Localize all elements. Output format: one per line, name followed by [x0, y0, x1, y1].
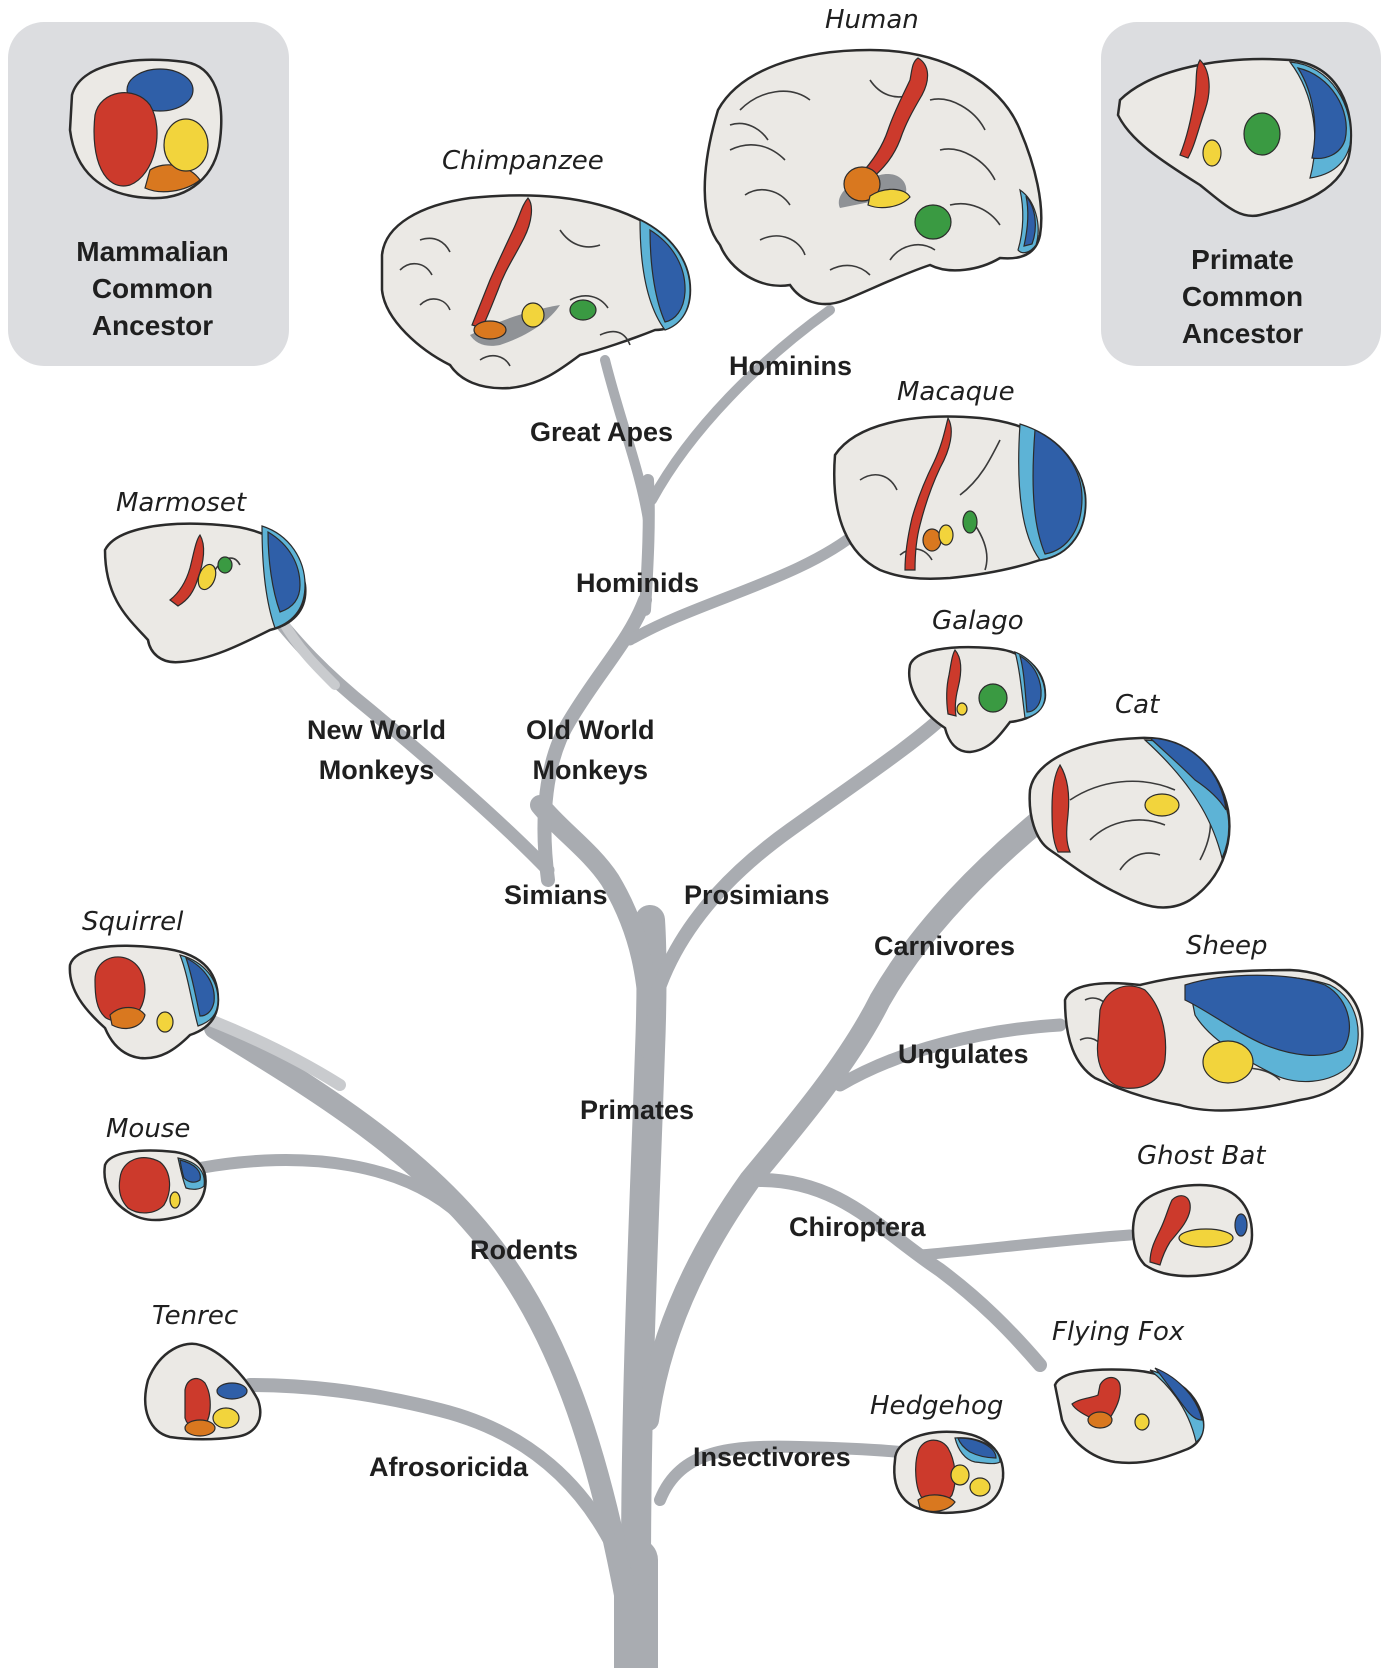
clade-label-new-world-monkeys: New World Monkeys	[307, 710, 446, 790]
species-label-sheep: Sheep	[1186, 931, 1268, 961]
species-label-chimpanzee: Chimpanzee	[442, 146, 604, 176]
clade-label-primates: Primates	[580, 1095, 695, 1125]
macaque-brain	[833, 415, 1087, 580]
squirrel-brain	[68, 944, 220, 1060]
species-label-hedgehog: Hedgehog	[870, 1391, 1004, 1421]
species-label-mouse: Mouse	[106, 1114, 191, 1144]
species-label-human: Human	[825, 5, 919, 35]
clade-label-rodents: Rodents	[470, 1235, 578, 1265]
label-line: New World	[307, 715, 447, 745]
cat-brain	[1028, 736, 1231, 909]
clade-label-ungulates: Ungulates	[898, 1039, 1029, 1069]
species-label-tenrec: Tenrec	[152, 1301, 239, 1331]
sheep-brain	[1063, 968, 1364, 1112]
label-line: Ancestor	[91, 310, 214, 341]
mammalian-ancestor-label: Mammalian Common Ancestor	[40, 233, 265, 344]
mouse-brain	[103, 1149, 207, 1222]
clade-label-hominins: Hominins	[729, 351, 853, 381]
label-line: Common	[91, 273, 214, 304]
clade-label-prosimians: Prosimians	[684, 880, 830, 910]
clade-label-insectivores: Insectivores	[693, 1442, 851, 1472]
mammalian-ancestor-brain	[68, 58, 223, 200]
clade-label-old-world-monkeys: Old World Monkeys	[526, 710, 655, 790]
branch-mouse	[194, 1154, 476, 1231]
branch-primates	[530, 795, 660, 1060]
branch-rodents	[204, 1017, 637, 1611]
species-label-marmoset: Marmoset	[116, 488, 247, 518]
label-line: Ancestor	[1181, 318, 1304, 349]
branch-hominins	[647, 305, 835, 505]
primate-ancestor-label: Primate Common Ancestor	[1130, 241, 1355, 352]
branch-cat	[874, 814, 1046, 1006]
branch-chiroptera	[753, 1173, 1047, 1372]
label-line: Mammalian	[76, 236, 229, 267]
label-line: Old World	[526, 715, 655, 745]
clade-label-great-apes: Great Apes	[530, 417, 674, 447]
clade-label-chiroptera: Chiroptera	[789, 1212, 926, 1242]
clade-label-simians: Simians	[504, 880, 608, 910]
species-label-galago: Galago	[932, 606, 1024, 636]
species-label-squirrel: Squirrel	[82, 907, 184, 937]
branch-squirrel	[204, 1014, 346, 1091]
branch-ungulates	[833, 1018, 1067, 1092]
label-line: Monkeys	[318, 755, 435, 785]
branch-afrosoricida	[243, 1378, 635, 1587]
species-label-flying-fox: Flying Fox	[1052, 1317, 1185, 1347]
branch-great-apes	[600, 355, 653, 525]
flying-fox-brain	[1053, 1367, 1205, 1465]
species-label-macaque: Macaque	[897, 377, 1015, 407]
branch-ghostbat	[914, 1229, 1136, 1261]
branch-marmoset	[280, 620, 340, 690]
branch-macaque	[624, 524, 866, 646]
clade-label-afrosoricida: Afrosoricida	[369, 1452, 529, 1482]
species-label-cat: Cat	[1115, 690, 1160, 720]
label-line: Monkeys	[532, 755, 649, 785]
branch-insectivores	[654, 1440, 906, 1506]
label-line: Common	[1181, 281, 1304, 312]
human-brain	[703, 48, 1043, 306]
marmoset-brain	[103, 522, 307, 664]
tenrec-brain	[143, 1342, 262, 1441]
branch-hominids	[639, 474, 655, 616]
clade-label-hominids: Hominids	[576, 568, 700, 598]
galago-brain	[907, 645, 1047, 754]
chimpanzee-brain	[380, 194, 692, 390]
hedgehog-brain	[893, 1430, 1005, 1515]
primate-ancestor-brain	[1116, 57, 1353, 218]
ghost-bat-brain	[1131, 1183, 1254, 1278]
branch-prosimians	[645, 703, 957, 1017]
clade-label-carnivores: Carnivores	[874, 931, 1016, 961]
species-label-ghost-bat: Ghost Bat	[1137, 1141, 1266, 1171]
tree-branches	[194, 305, 1136, 1668]
label-line: Primate	[1191, 244, 1294, 275]
